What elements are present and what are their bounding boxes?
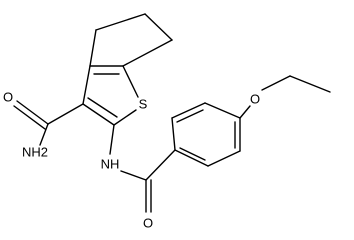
atom-label-carbonyl-oxygen-amide: O bbox=[3, 90, 13, 105]
bond-ring-2-inner bbox=[176, 109, 204, 123]
bond-ch2-ch3 bbox=[289, 75, 331, 93]
bond-s-c2 bbox=[113, 109, 137, 126]
bond-c3-c3a bbox=[82, 65, 91, 105]
bond-ring-6-inner bbox=[179, 147, 206, 161]
bond-amide-c-o-2 bbox=[13, 105, 46, 130]
bond-ring-ether-o bbox=[239, 105, 251, 119]
bond-ring-1 bbox=[171, 117, 176, 151]
bond-c2-c3 bbox=[82, 103, 115, 126]
bond-lines bbox=[13, 13, 331, 213]
bond-carbonyl-c-ring bbox=[145, 149, 176, 181]
bond-nh-carbonyl-c bbox=[120, 170, 147, 181]
bond-ring-3 bbox=[204, 102, 241, 119]
atom-label-thiophene-sulfur: S bbox=[139, 97, 148, 112]
bond-c6a-s bbox=[122, 65, 139, 98]
atom-label-ether-oxygen: O bbox=[250, 92, 260, 107]
bond-o-ch2 bbox=[261, 75, 291, 91]
atom-label-amide-nh: NH bbox=[101, 157, 120, 172]
chemical-structure-diagram: O NH2 S NH O O bbox=[3, 13, 331, 231]
bond-ring-5 bbox=[207, 150, 241, 167]
bond-c3a-c4 bbox=[89, 29, 97, 67]
bond-ring-2 bbox=[171, 102, 206, 119]
atom-label-amide-nh2: NH2 bbox=[22, 145, 48, 160]
bond-c5-c6 bbox=[144, 13, 173, 41]
atom-label-carbonyl-oxygen-benzamide: O bbox=[143, 216, 153, 231]
bond-c6-c6a bbox=[122, 39, 173, 67]
bond-amide-c-n bbox=[39, 123, 49, 146]
bond-c2-c3-inner bbox=[87, 97, 118, 118]
bond-c4-c5 bbox=[95, 13, 146, 31]
bond-c3-amide-c bbox=[47, 103, 84, 125]
bond-ring-6 bbox=[174, 149, 209, 167]
bond-amide-c-o-1 bbox=[16, 100, 49, 125]
bond-c2-nh bbox=[109, 124, 115, 155]
